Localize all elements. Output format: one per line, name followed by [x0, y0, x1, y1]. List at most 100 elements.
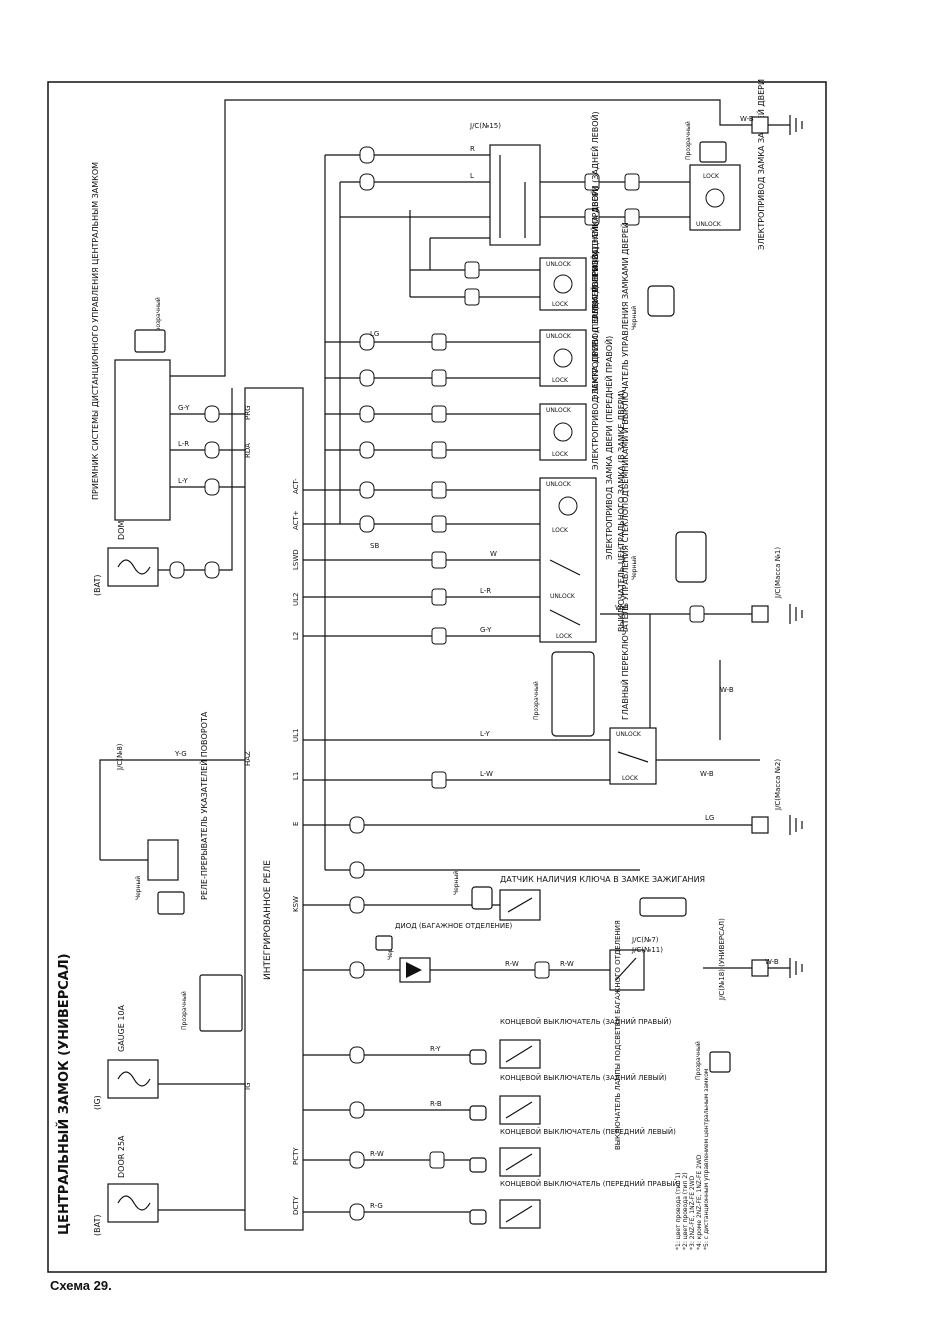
svg-text:LG: LG [705, 814, 714, 822]
svg-text:UNLOCK: UNLOCK [616, 731, 642, 738]
door-fuse: (BAT) DOOR 25A [93, 1135, 159, 1236]
svg-text:W-B: W-B [740, 115, 754, 123]
front-right-motor-and-switch: UNLOCK LOCK UNLOCK LOCK ЭЛЕКТРОПРИВОД ЗА… [539, 336, 626, 643]
courtesy-switch-fl: КОНЦЕВОЙ ВЫКЛЮЧАТЕЛЬ (ПЕРЕДНИЙ ЛЕВЫЙ) [499, 1127, 676, 1177]
connector-face-icons [134, 141, 731, 1225]
svg-text:E: E [292, 822, 300, 826]
svg-text:UNLOCK: UNLOCK [546, 333, 572, 340]
flasher-relay: РЕЛЕ-ПРЕРЫВАТЕЛЬ УКАЗАТЕЛЕЙ ПОВОРОТА [147, 711, 209, 900]
svg-text:КОНЦЕВОЙ ВЫКЛЮЧАТЕЛЬ (ЗАДНИЙ Л: КОНЦЕВОЙ ВЫКЛЮЧАТЕЛЬ (ЗАДНИЙ ЛЕВЫЙ) [500, 1073, 667, 1082]
svg-text:L-R: L-R [178, 440, 189, 448]
svg-text:КОНЦЕВОЙ ВЫКЛЮЧАТЕЛЬ (ПЕРЕДНИЙ: КОНЦЕВОЙ ВЫКЛЮЧАТЕЛЬ (ПЕРЕДНИЙ ПРАВЫЙ) [500, 1179, 681, 1188]
svg-text:R-Y: R-Y [430, 1045, 441, 1053]
svg-text:*4: кроме 2NZ-FE, 1NZ-FE 2WD: *4: кроме 2NZ-FE, 1NZ-FE 2WD [696, 1154, 703, 1250]
svg-text:L2: L2 [292, 632, 300, 640]
svg-text:PRG: PRG [244, 405, 252, 420]
svg-text:*5: с дистанционным управление: *5: с дистанционным управлением централь… [703, 1069, 710, 1250]
svg-text:ACT+: ACT+ [292, 510, 300, 530]
relay-pin-labels: DCTY PCTY IG KSW E L1 UL1 L2 UL2 LSWD AC… [244, 405, 300, 1215]
svg-text:UNLOCK: UNLOCK [696, 221, 722, 228]
front-left-motor: UNLOCK LOCK ЭЛЕКТРОПРИВОД ЗАМКА ДВЕРИ (П… [539, 251, 600, 470]
svg-text:ACT-: ACT- [292, 478, 300, 494]
svg-text:ПРИЕМНИК СИСТЕМЫ ДИСТАНЦИОННОГ: ПРИЕМНИК СИСТЕМЫ ДИСТАНЦИОННОГО УПРАВЛЕН… [91, 162, 100, 500]
inline-connectors [169, 146, 705, 1221]
courtesy-switch-fr: КОНЦЕВОЙ ВЫКЛЮЧАТЕЛЬ (ПЕРЕДНИЙ ПРАВЫЙ) [499, 1179, 681, 1229]
svg-text:HAZ: HAZ [244, 751, 252, 766]
frame [47, 81, 827, 1273]
back-door-motor: LOCK UNLOCK ЭЛЕКТРОПРИВОД ЗАМКА ЗАДНЕЙ Д… [689, 79, 766, 250]
ground-symbols [751, 115, 803, 978]
svg-text:DCTY: DCTY [292, 1195, 300, 1215]
svg-text:UNLOCK: UNLOCK [546, 407, 572, 414]
diode: ДИОД (БАГАЖНОЕ ОТДЕЛЕНИЕ) [395, 922, 513, 983]
svg-text:L1: L1 [292, 772, 300, 780]
wires [99, 99, 790, 1213]
svg-text:Прозрачный: Прозрачный [533, 681, 540, 720]
svg-text:R-B: R-B [430, 1100, 442, 1108]
svg-text:SB: SB [370, 542, 379, 550]
svg-text:Прозрачный: Прозрачный [695, 1041, 702, 1080]
rear-right-motor: UNLOCK LOCK ЭЛЕКТРОПРИВОД ЗАМКА ДВЕРИ (З… [539, 186, 600, 400]
svg-text:LSWD: LSWD [292, 549, 300, 570]
svg-text:UNLOCK: UNLOCK [550, 593, 576, 600]
svg-text:Черный: Черный [631, 306, 638, 330]
rear-left-motor: UNLOCK LOCK ЭЛЕКТРОПРИВОД ЗАМКА ДВЕРИ (З… [539, 111, 600, 320]
svg-text:ВЫКЛЮЧАТЕЛЬ ЦЕНТРАЛЬНОГО ЗАМКА: ВЫКЛЮЧАТЕЛЬ ЦЕНТРАЛЬНОГО ЗАМКА (В ЗАМКЕ … [617, 390, 626, 632]
svg-text:W-B: W-B [720, 686, 734, 694]
svg-text:LOCK: LOCK [622, 775, 639, 782]
svg-text:J/C(Массa №2): J/C(Массa №2) [774, 759, 782, 811]
svg-text:ЭЛЕКТРОПРИВОД ЗАМКА ДВЕРИ (ЗАД: ЭЛЕКТРОПРИВОД ЗАМКА ДВЕРИ (ЗАДНЕЙ ПРАВОЙ… [589, 186, 600, 400]
svg-text:ЭЛЕКТРОПРИВОД ЗАМКА ДВЕРИ (ЗАД: ЭЛЕКТРОПРИВОД ЗАМКА ДВЕРИ (ЗАДНЕЙ ЛЕВОЙ) [589, 111, 600, 320]
svg-text:J/C(№8): J/C(№8) [116, 743, 124, 771]
svg-text:(IG): (IG) [93, 1095, 102, 1110]
svg-text:W-B: W-B [765, 958, 779, 966]
svg-text:Черный: Черный [135, 876, 142, 900]
svg-text:Y-G: Y-G [174, 750, 187, 758]
svg-text:*1: цвет провода (тип 1): *1: цвет провода (тип 1) [675, 1172, 682, 1250]
svg-text:ДАТЧИК НАЛИЧИЯ КЛЮЧА В ЗАМКЕ З: ДАТЧИК НАЛИЧИЯ КЛЮЧА В ЗАМКЕ ЗАЖИГАНИЯ [500, 875, 705, 884]
integrated-relay: ИНТЕГРИРОВАННОЕ РЕЛЕ [244, 387, 304, 1231]
svg-text:LOCK: LOCK [556, 633, 573, 640]
wire-color-labels: R L W-B G-Y L-R L-Y Y-G L-W L-R G-Y L-Y … [174, 115, 779, 1210]
svg-text:PCTY: PCTY [292, 1147, 300, 1165]
svg-text:UNLOCK: UNLOCK [546, 261, 572, 268]
svg-text:W-B: W-B [700, 770, 714, 778]
svg-text:Прозрачный: Прозрачный [155, 297, 162, 336]
svg-text:R: R [470, 145, 475, 153]
svg-text:ЭЛЕКТРОПРИВОД ЗАМКА ЗАДНЕЙ ДВЕ: ЭЛЕКТРОПРИВОД ЗАМКА ЗАДНЕЙ ДВЕРИ [755, 79, 766, 250]
svg-text:L: L [470, 172, 474, 180]
svg-text:J/C(№18) (УНИВЕРСАЛ): J/C(№18) (УНИВЕРСАЛ) [718, 918, 726, 1001]
svg-text:LOCK: LOCK [703, 173, 720, 180]
svg-text:Прозрачный: Прозрачный [181, 991, 188, 1030]
svg-text:LOCK: LOCK [552, 527, 569, 534]
svg-text:LOCK: LOCK [552, 301, 569, 308]
svg-text:ЭЛЕКТРОПРИВОД ЗАМКА ДВЕРИ (ПЕР: ЭЛЕКТРОПРИВОД ЗАМКА ДВЕРИ (ПЕРЕДНЕЙ ЛЕВО… [589, 251, 600, 470]
key-sensor: ДАТЧИК НАЛИЧИЯ КЛЮЧА В ЗАМКЕ ЗАЖИГАНИЯ [499, 875, 705, 921]
figure-caption: Схема 29. [50, 1278, 112, 1293]
svg-text:*3: 2NZ-FE, 1NZ-FE 2WD: *3: 2NZ-FE, 1NZ-FE 2WD [689, 1175, 696, 1250]
svg-text:J/C(Массa №1): J/C(Массa №1) [774, 547, 782, 599]
svg-text:R-W: R-W [560, 960, 574, 968]
svg-text:*2: цвет провода (тип 2): *2: цвет провода (тип 2) [682, 1172, 689, 1250]
svg-text:DOOR 25A: DOOR 25A [117, 1135, 126, 1178]
diagram-title: ЦЕНТРАЛЬНЫЙ ЗАМОК (УНИВЕРСАЛ) [56, 953, 72, 1235]
courtesy-switch-rr: КОНЦЕВОЙ ВЫКЛЮЧАТЕЛЬ (ЗАДНИЙ ПРАВЫЙ) [499, 1017, 672, 1069]
svg-text:Прозрачный: Прозрачный [685, 121, 692, 160]
svg-text:ЭЛЕКТРОПРИВОД ЗАМКА ДВЕРИ (ПЕР: ЭЛЕКТРОПРИВОД ЗАМКА ДВЕРИ (ПЕРЕДНЕЙ ПРАВ… [603, 336, 614, 560]
courtesy-switch-rl: КОНЦЕВОЙ ВЫКЛЮЧАТЕЛЬ (ЗАДНИЙ ЛЕВЫЙ) [499, 1073, 667, 1125]
svg-text:J/C(№7): J/C(№7) [631, 936, 659, 944]
svg-text:W: W [490, 550, 497, 558]
svg-text:UL2: UL2 [292, 593, 300, 606]
gauge-fuse: (IG) GAUGE 10A [93, 1004, 159, 1110]
svg-text:(BAT): (BAT) [93, 1215, 102, 1236]
svg-text:UL1: UL1 [292, 729, 300, 742]
svg-text:ИНТЕГРИРОВАННОЕ РЕЛЕ: ИНТЕГРИРОВАННОЕ РЕЛЕ [263, 860, 273, 980]
svg-text:LOCK: LOCK [552, 377, 569, 384]
svg-text:L-Y: L-Y [480, 730, 490, 738]
lamp-switch: ВЫКЛЮЧАТЕЛЬ ЛАМПЫ ПОДСВЕТКИ БАГАЖНОГО ОТ… [609, 920, 645, 1150]
svg-text:(BAT): (BAT) [93, 575, 102, 596]
svg-text:R-G: R-G [370, 1202, 383, 1210]
svg-text:LOCK: LOCK [552, 451, 569, 458]
footnotes: *1: цвет провода (тип 1) *2: цвет провод… [675, 1069, 710, 1250]
junction-labels: J/C(№8) J/C(№18) (УНИВЕРСАЛ) J/C(Массa №… [116, 547, 782, 1001]
